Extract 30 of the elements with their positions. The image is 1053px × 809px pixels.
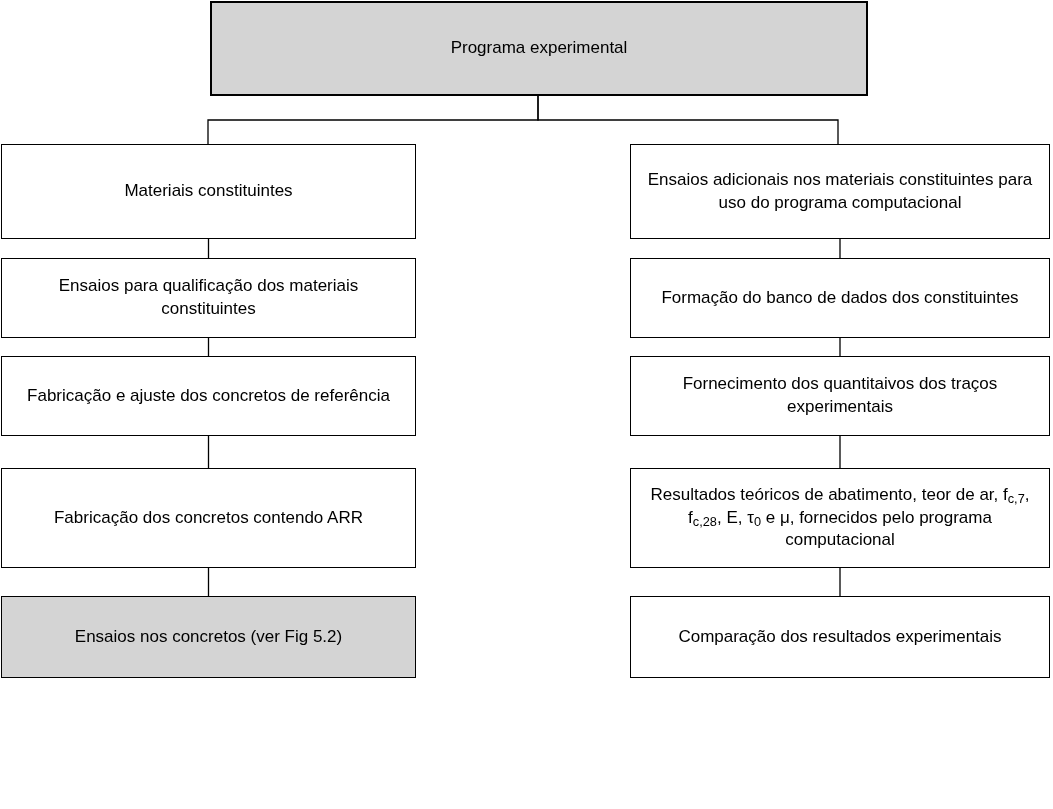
box-text: Formação do banco de dados dos constituintes: [661, 286, 1019, 309]
box-text: Ensaios adicionais nos materiais constituintes para uso do programa computacional: [646, 168, 1034, 214]
connector-line: [839, 567, 841, 597]
process-box: [630, 468, 1050, 568]
process-box: [630, 144, 1050, 239]
box-text: Fornecimento dos quantitaivos dos traços experimentais: [681, 373, 999, 418]
process-box: [1, 258, 416, 338]
process-box: [1, 468, 416, 568]
box-text: Comparação dos resultados experimentais: [678, 625, 1002, 648]
box-text: Ensaios para qualificação dos materiais constituintes: [57, 275, 360, 320]
box-text: Fabricação dos concretos contendo ARR: [54, 506, 363, 529]
process-box: [1, 356, 416, 436]
connector-line: [537, 95, 839, 145]
process-box: [1, 144, 416, 239]
connector-line: [207, 567, 210, 597]
process-box: [1, 596, 416, 678]
box-text: Resultados teóricos de abatimento, teor de ar, f$_{c,7}$, f$_{c,28}$, E, τ$_{0}$ e μ, fornecidos pelo programa computacional: [649, 483, 1031, 552]
process-box: [630, 356, 1050, 436]
box-text: Ensaios nos concretos (ver Fig 5.2): [74, 625, 343, 648]
box-text: Materiais constituintes: [124, 180, 293, 203]
connector-line: [839, 435, 841, 469]
title-box: [210, 1, 868, 96]
box-text: Fabricação e ajuste dos concretos de referência: [27, 384, 390, 407]
connector-line: [839, 337, 841, 357]
connector-line: [207, 238, 210, 259]
process-box: [630, 258, 1050, 338]
connector-line: [207, 435, 210, 469]
process-box: [630, 596, 1050, 678]
box-text: Programa experimental: [450, 37, 628, 60]
connector-line: [839, 238, 841, 259]
